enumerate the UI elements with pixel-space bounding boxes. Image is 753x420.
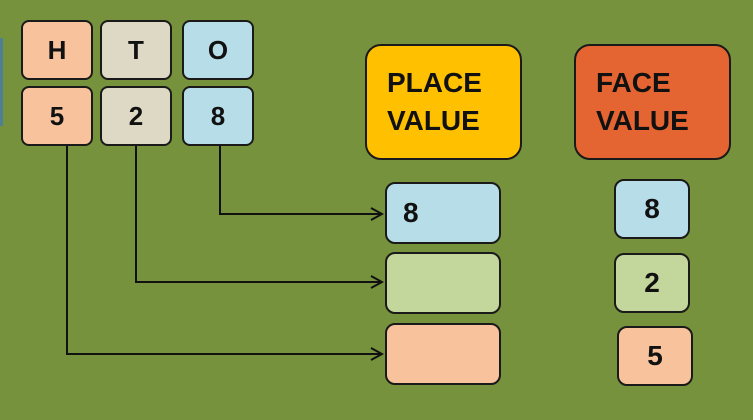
face-value-title-line2: VALUE: [596, 105, 689, 136]
face-value-title-line1: FACE: [596, 67, 671, 99]
hundreds-digit: 5: [21, 86, 93, 146]
place-value-tens: [385, 252, 501, 314]
hundreds-header: H: [21, 20, 93, 80]
ones-digit: 8: [182, 86, 254, 146]
face-value-ones: 8: [614, 179, 690, 239]
ones-header: O: [182, 20, 254, 80]
place-value-ones: 8: [385, 182, 501, 244]
left-edge-strip: [0, 38, 3, 126]
ones-arrow: [219, 144, 382, 214]
tens-arrow: [135, 144, 382, 282]
tens-digit: 2: [100, 86, 172, 146]
place-value-title: PLACE VALUE: [365, 44, 522, 160]
place-value-title-line1: PLACE: [387, 67, 482, 99]
hundreds-arrow: [66, 144, 382, 354]
face-value-hundreds: 5: [617, 326, 693, 386]
face-value-title: FACE VALUE: [574, 44, 731, 160]
tens-header: T: [100, 20, 172, 80]
face-value-tens: 2: [614, 253, 690, 313]
place-value-title-line2: VALUE: [387, 105, 480, 136]
place-value-hundreds: [385, 323, 501, 385]
